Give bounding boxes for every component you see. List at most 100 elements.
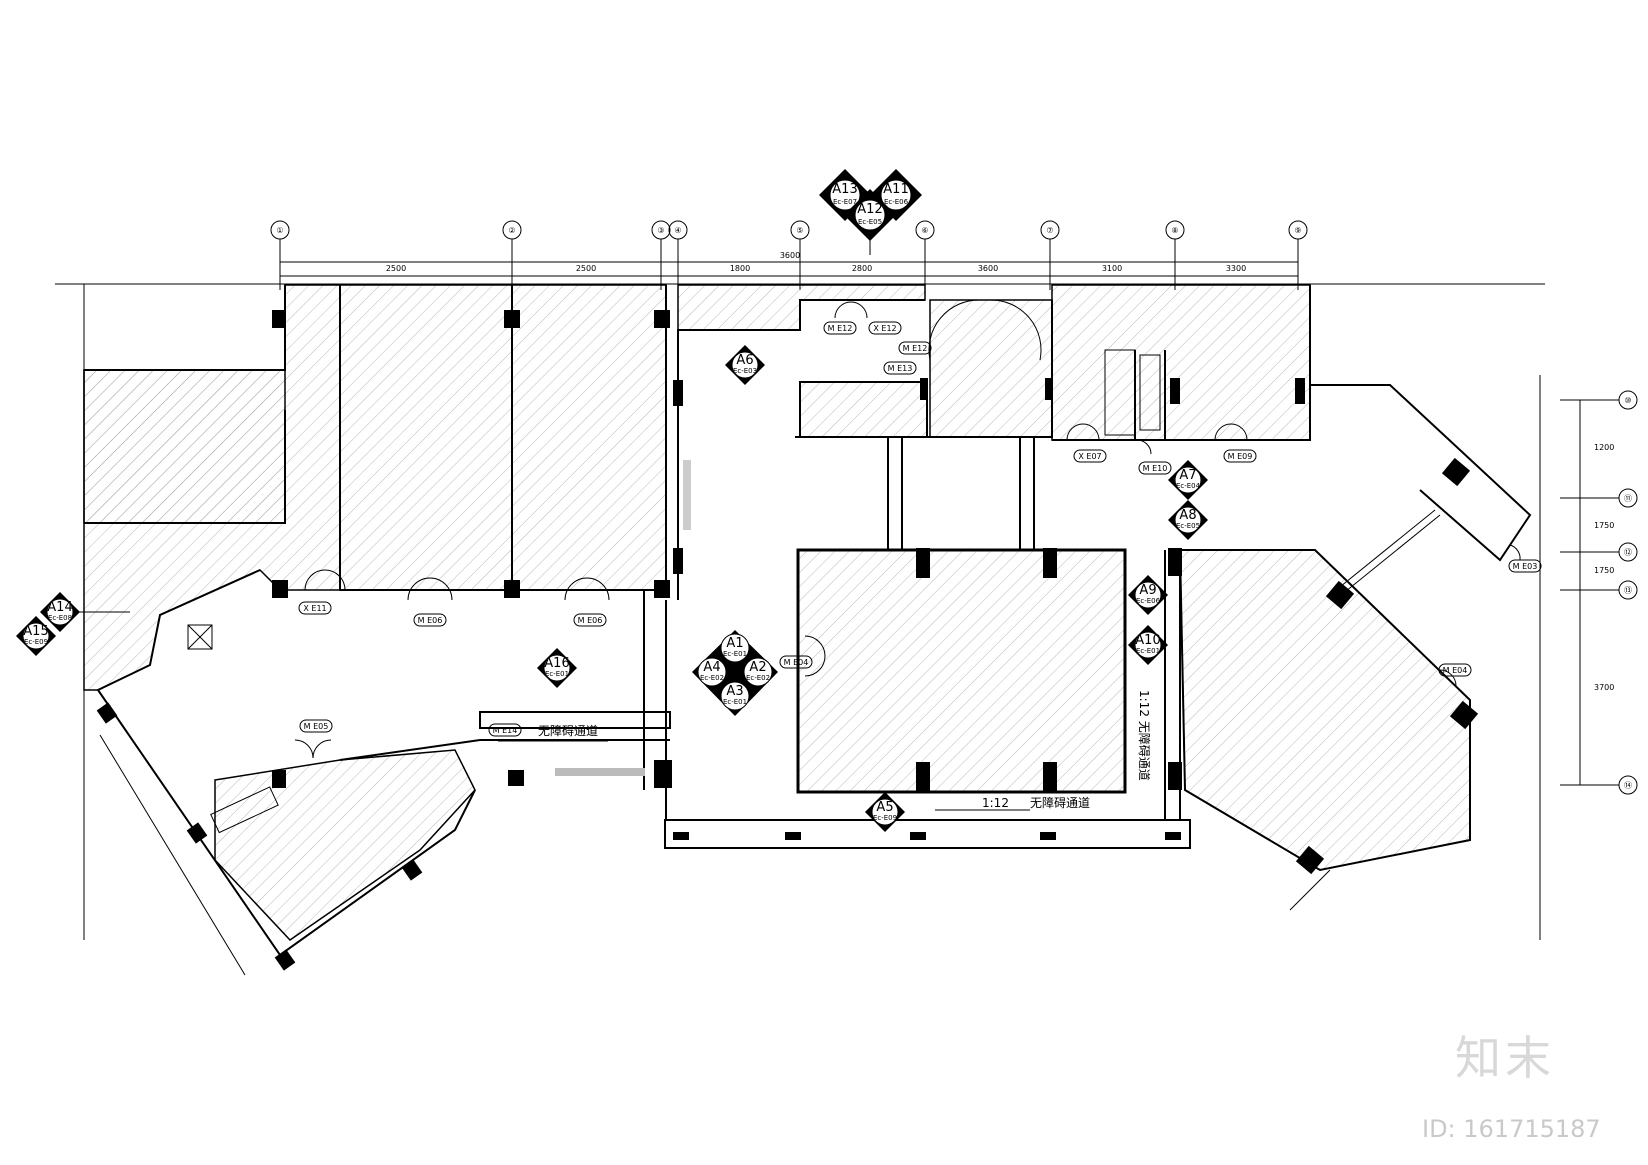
door-tag: M E06 bbox=[578, 616, 603, 625]
grid-label: ⑤ bbox=[796, 226, 803, 235]
door-tag: M E06 bbox=[418, 616, 443, 625]
door-tag: X E07 bbox=[1078, 452, 1101, 461]
room-office-small bbox=[799, 381, 928, 438]
svg-text:A2: A2 bbox=[749, 660, 766, 675]
dimension-label: 1800 bbox=[730, 264, 750, 273]
svg-text:A15: A15 bbox=[23, 624, 48, 639]
svg-text:A7: A7 bbox=[1179, 468, 1196, 483]
dimension-label: 3600 bbox=[978, 264, 998, 273]
svg-text:A10: A10 bbox=[1135, 633, 1160, 648]
dimension-label: 3100 bbox=[1102, 264, 1122, 273]
elevator-box bbox=[187, 624, 213, 650]
svg-text:Ec-E07: Ec-E07 bbox=[833, 198, 857, 206]
counter bbox=[210, 786, 279, 834]
svg-text:A11: A11 bbox=[883, 182, 908, 197]
fixtures bbox=[187, 349, 1161, 834]
svg-text:A1: A1 bbox=[726, 636, 743, 651]
dimension-label: 2500 bbox=[386, 264, 406, 273]
dimension-label: 3600 bbox=[780, 251, 800, 260]
door-tags: M E12 X E12 M E12 M E13 X E07 M E09 M E1… bbox=[298, 321, 1542, 737]
grid-label: ⑩ bbox=[1624, 396, 1631, 405]
ramp-label-bottom: 无障碍通道 bbox=[1030, 795, 1090, 810]
grid-label: ⑥ bbox=[921, 226, 928, 235]
svg-text:A13: A13 bbox=[832, 182, 857, 197]
grid-label: ⑪ bbox=[1624, 494, 1632, 503]
svg-text:Ec-E08: Ec-E08 bbox=[48, 614, 72, 622]
doors bbox=[294, 299, 1521, 759]
grid-label: ⑨ bbox=[1294, 226, 1301, 235]
dimension-label: 1750 bbox=[1594, 566, 1614, 575]
door-tag: M E10 bbox=[1143, 464, 1168, 473]
ramp-side-strip bbox=[683, 460, 691, 530]
room-vestibule bbox=[929, 299, 1053, 438]
grid-label: ④ bbox=[674, 226, 681, 235]
door-tag: M E03 bbox=[1513, 562, 1538, 571]
svg-text:Ec-E01: Ec-E01 bbox=[723, 650, 747, 658]
grid-label: ⑬ bbox=[1624, 586, 1632, 595]
svg-text:Ec-E02: Ec-E02 bbox=[746, 674, 770, 682]
dimension-label: 3300 bbox=[1226, 264, 1246, 273]
door-tag: M E05 bbox=[304, 722, 329, 731]
ramp-label-top: 无障碍通道 bbox=[538, 723, 598, 738]
svg-text:Ec-E06: Ec-E06 bbox=[1136, 597, 1161, 605]
svg-text:Ec-E03: Ec-E03 bbox=[733, 367, 757, 375]
door-tag: M E14 bbox=[493, 726, 518, 735]
svg-text:A3: A3 bbox=[726, 684, 743, 699]
svg-text:Ec-E05: Ec-E05 bbox=[1176, 522, 1200, 530]
svg-text:Ec-E04: Ec-E04 bbox=[1176, 482, 1201, 490]
door-tag: M E12 bbox=[903, 344, 928, 353]
ramp-strip bbox=[555, 768, 645, 776]
door-tag: X E11 bbox=[303, 604, 326, 613]
svg-text:Ec-E09: Ec-E09 bbox=[24, 638, 48, 646]
dimension-label: 2500 bbox=[576, 264, 596, 273]
grid-axis-10: ⑩ bbox=[1560, 390, 1638, 410]
grid-axis-3: ③ bbox=[651, 220, 671, 290]
elevation-cluster-frame bbox=[692, 630, 778, 716]
grid-axes-right: ⑩ ⑪ ⑫ ⑬ ⑭ 1200 1750 1750 3700 bbox=[1560, 390, 1638, 795]
rooms bbox=[83, 284, 1471, 941]
door-tag: M E12 bbox=[828, 324, 853, 333]
svg-text:A8: A8 bbox=[1179, 508, 1196, 523]
dimension-label: 1750 bbox=[1594, 521, 1614, 530]
grid-label: ⑫ bbox=[1624, 548, 1632, 557]
watermark-id: ID: 161715187 bbox=[1422, 1115, 1601, 1143]
door-tag: X E12 bbox=[873, 324, 896, 333]
ramp-ratio-bottom: 1:12 bbox=[982, 796, 1009, 810]
svg-text:Ec-E05: Ec-E05 bbox=[858, 218, 882, 226]
grid-axis-4: ④ bbox=[668, 220, 688, 290]
room-north-east bbox=[1051, 284, 1311, 441]
stair-block bbox=[1104, 349, 1136, 436]
room-showroom-2 bbox=[511, 284, 667, 591]
grid-label: ③ bbox=[657, 226, 664, 235]
grid-axis-8: ⑧ bbox=[1165, 220, 1185, 290]
door-tag: M E04 bbox=[1443, 666, 1468, 675]
watermark-logo: 知末 bbox=[1455, 1031, 1555, 1085]
svg-text:A9: A9 bbox=[1139, 583, 1156, 598]
dimension-label: 1200 bbox=[1594, 443, 1614, 452]
ramp-label-vertical: 1:12 无障碍通道 bbox=[1137, 690, 1152, 781]
grid-label: ① bbox=[276, 226, 283, 235]
grid-axis-2: ② bbox=[502, 220, 522, 290]
room-central-hall bbox=[797, 549, 1126, 793]
grid-label: ② bbox=[508, 226, 515, 235]
grid-axis-13: ⑬ bbox=[1560, 580, 1638, 600]
grid-label: ⑭ bbox=[1624, 781, 1632, 790]
svg-text:Ec-E09: Ec-E09 bbox=[873, 814, 897, 822]
svg-text:A6: A6 bbox=[736, 353, 753, 368]
svg-text:A4: A4 bbox=[703, 660, 720, 675]
